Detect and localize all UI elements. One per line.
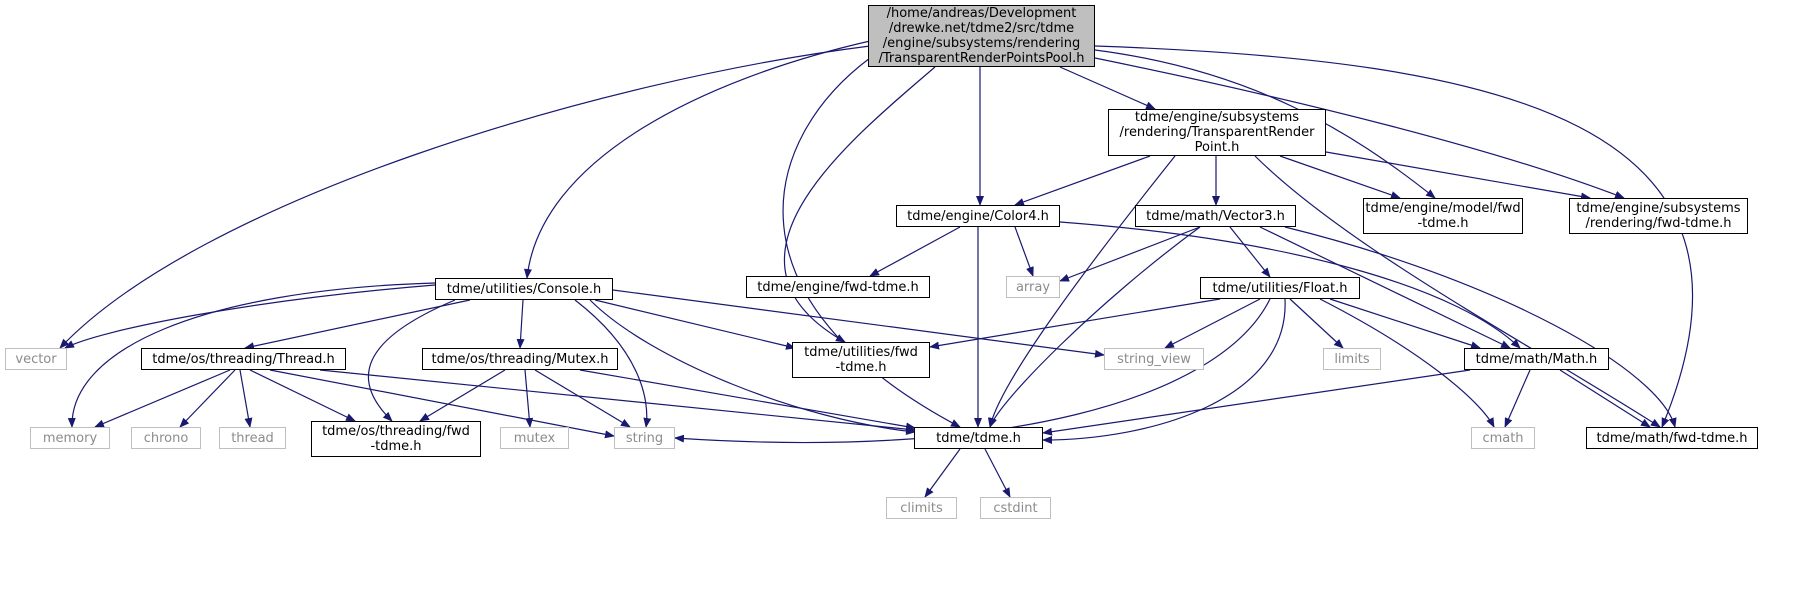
edge-color4-math bbox=[1059, 221, 1521, 349]
edge-vector3-float bbox=[1229, 226, 1271, 278]
node-utilities-fwd[interactable]: tdme/utilities/fwd -tdme.h bbox=[792, 342, 930, 378]
edge-color4-enginefwd bbox=[869, 226, 961, 277]
edge-trp-modelfwd bbox=[1279, 155, 1401, 199]
node-console[interactable]: tdme/utilities/Console.h bbox=[435, 278, 613, 300]
edge-console-utilfwd bbox=[594, 299, 796, 350]
node-cmath[interactable]: cmath bbox=[1471, 427, 1535, 449]
node-math-fwd[interactable]: tdme/math/fwd-tdme.h bbox=[1586, 427, 1758, 449]
edge-thread-chrono bbox=[179, 369, 236, 428]
edge-thread-tdme bbox=[319, 369, 916, 434]
node-string[interactable]: string bbox=[614, 427, 675, 449]
edge-console-memory bbox=[67, 282, 436, 428]
edge-tdme-cstdint bbox=[984, 448, 1011, 498]
node-math-h[interactable]: tdme/math/Math.h bbox=[1464, 348, 1609, 370]
edge-trp-mathfwd bbox=[1254, 155, 1661, 428]
node-model-fwd[interactable]: tdme/engine/model/fwd -tdme.h bbox=[1363, 198, 1523, 234]
edge-thread-threadstd bbox=[239, 369, 253, 428]
node-climits[interactable]: climits bbox=[886, 497, 957, 519]
edge-thread-string bbox=[269, 369, 615, 439]
edge-console-vector bbox=[64, 284, 436, 349]
node-string-view[interactable]: string_view bbox=[1104, 348, 1204, 370]
edge-console-stringview bbox=[612, 289, 1105, 358]
node-transparentrenderpointspool[interactable]: /home/andreas/Development /drewke.net/td… bbox=[868, 5, 1095, 67]
edge-root-mathfwd bbox=[1094, 45, 1694, 428]
edge-thread-threadfwd bbox=[249, 369, 356, 422]
edge-console-string bbox=[574, 299, 652, 428]
node-mutex[interactable]: mutex bbox=[500, 427, 569, 449]
edge-root-console bbox=[524, 40, 871, 279]
edge-mutex-mutexstd bbox=[524, 369, 534, 428]
node-array[interactable]: array bbox=[1006, 276, 1060, 298]
edge-color4-array bbox=[1014, 226, 1034, 277]
edge-vector3-array bbox=[1059, 226, 1201, 282]
node-mutex-h[interactable]: tdme/os/threading/Mutex.h bbox=[422, 348, 618, 370]
node-engine-fwd[interactable]: tdme/engine/fwd-tdme.h bbox=[746, 276, 930, 298]
edge-trp-color4 bbox=[1014, 155, 1151, 206]
edge-vector3-math bbox=[1259, 226, 1511, 349]
edge-float-limits bbox=[1289, 298, 1344, 349]
edge-math-mathfwd bbox=[1559, 369, 1651, 428]
node-rendering-fwd[interactable]: tdme/engine/subsystems /rendering/fwd-td… bbox=[1569, 198, 1748, 234]
node-threading-fwd[interactable]: tdme/os/threading/fwd -tdme.h bbox=[311, 421, 481, 457]
edge-root-utilfwd bbox=[783, 66, 936, 343]
node-thread-h[interactable]: tdme/os/threading/Thread.h bbox=[141, 348, 346, 370]
edge-trp-tdme bbox=[987, 155, 1176, 428]
node-limits[interactable]: limits bbox=[1323, 348, 1381, 370]
node-float[interactable]: tdme/utilities/Float.h bbox=[1200, 277, 1360, 299]
edge-console-threadfwd bbox=[367, 299, 456, 422]
node-vector[interactable]: vector bbox=[5, 348, 67, 370]
node-thread[interactable]: thread bbox=[219, 427, 286, 449]
edge-math-cmath bbox=[1504, 369, 1531, 428]
edge-float-math bbox=[1329, 298, 1481, 350]
edge-tdme-climits bbox=[924, 448, 961, 498]
edge-vector3-mathfwd bbox=[1284, 226, 1677, 428]
node-color4[interactable]: tdme/engine/Color4.h bbox=[896, 205, 1060, 227]
edge-console-mutex bbox=[516, 299, 525, 349]
edge-console-thread bbox=[244, 299, 471, 351]
node-cstdint[interactable]: cstdint bbox=[980, 497, 1051, 519]
edge-mutex-tdme bbox=[579, 369, 916, 431]
edge-float-stringview bbox=[1164, 298, 1261, 349]
node-chrono[interactable]: chrono bbox=[131, 427, 201, 449]
edge-math-tdme bbox=[1042, 369, 1471, 436]
edge-float-utilfwd bbox=[929, 298, 1221, 350]
edge-thread-memory bbox=[94, 369, 231, 428]
edge-trp-renderfwd bbox=[1325, 151, 1591, 201]
edge-float-string bbox=[674, 298, 1271, 444]
node-memory[interactable]: memory bbox=[30, 427, 110, 449]
node-vector3[interactable]: tdme/math/Vector3.h bbox=[1135, 205, 1296, 227]
edge-root-vector bbox=[59, 45, 871, 349]
edge-root-modelfwd bbox=[1094, 49, 1436, 199]
edge-root-trp bbox=[1059, 66, 1156, 110]
node-tdme-h[interactable]: tdme/tdme.h bbox=[914, 427, 1043, 449]
edge-vector3-tdme bbox=[989, 226, 1201, 428]
edge-float-tdme bbox=[1042, 298, 1286, 444]
edge-mutex-string bbox=[534, 369, 631, 428]
edge-mutex-threadfwd bbox=[419, 369, 506, 422]
edge-float-cmath bbox=[1319, 298, 1495, 428]
edge-root-renderfwd bbox=[1094, 57, 1625, 199]
node-transparentrenderpoint[interactable]: tdme/engine/subsystems /rendering/Transp… bbox=[1108, 109, 1326, 156]
